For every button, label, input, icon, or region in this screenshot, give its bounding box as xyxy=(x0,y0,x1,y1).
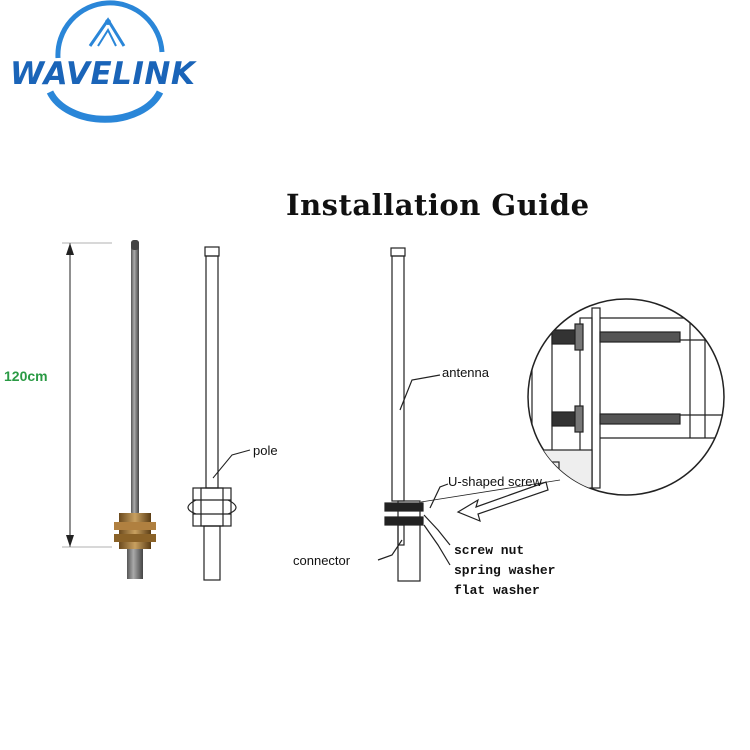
connector-label: connector xyxy=(293,553,351,568)
zoom-arrow xyxy=(456,481,549,523)
flat-washer-label: flat washer xyxy=(454,583,540,598)
height-label: 120cm xyxy=(4,368,48,384)
zoom-detail-circle xyxy=(420,298,725,503)
pole-label: pole xyxy=(253,443,278,458)
spring-washer-label: spring washer xyxy=(454,563,556,578)
brand-logo-text: WAVELINK xyxy=(10,56,196,92)
screw-nut-label: screw nut xyxy=(454,543,525,558)
page-title: Installation Guide xyxy=(286,188,590,222)
pole-drawing xyxy=(187,246,251,581)
wavelink-logo xyxy=(46,0,165,123)
antenna-label: antenna xyxy=(442,365,489,380)
height-dimension xyxy=(62,242,112,548)
installed-drawing xyxy=(377,247,451,582)
u-screw-label: U-shaped screw xyxy=(448,474,542,489)
antenna-photo xyxy=(114,240,156,579)
